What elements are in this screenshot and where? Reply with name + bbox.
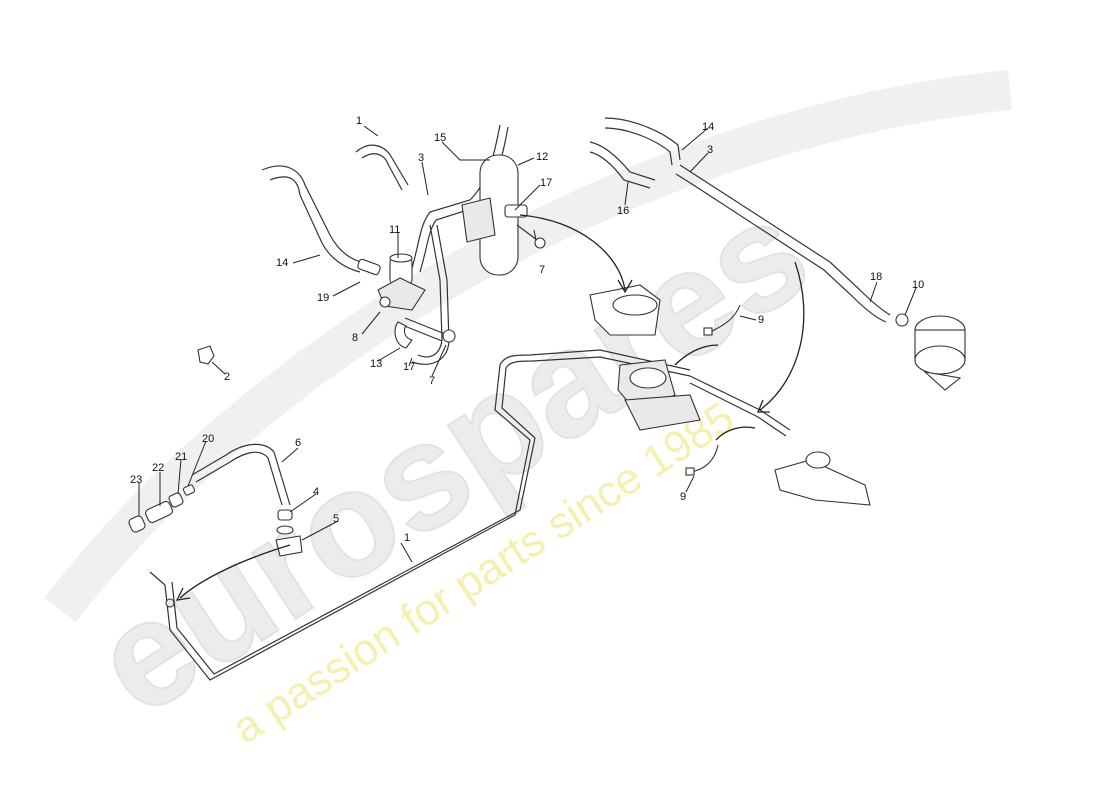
leader-lines bbox=[138, 125, 917, 563]
callout-15: 15 bbox=[434, 132, 446, 144]
vapour-pipe-right bbox=[589, 117, 966, 391]
callout-5: 5 bbox=[333, 513, 339, 525]
callout-4: 4 bbox=[313, 486, 319, 498]
callout-21: 21 bbox=[175, 451, 187, 463]
callout-7: 7 bbox=[539, 264, 545, 276]
callout-6: 6 bbox=[295, 437, 301, 449]
purge-valve-assembly bbox=[589, 284, 871, 506]
callout-13: 13 bbox=[370, 358, 382, 370]
callout-9: 9 bbox=[680, 491, 686, 503]
canister bbox=[461, 154, 546, 276]
callout-3: 3 bbox=[707, 144, 713, 156]
callout-18: 18 bbox=[870, 271, 882, 283]
callout-7: 7 bbox=[429, 375, 435, 387]
callout-11: 11 bbox=[389, 224, 400, 236]
callout-14: 14 bbox=[702, 121, 714, 133]
callout-1: 1 bbox=[356, 115, 362, 127]
arrows bbox=[175, 214, 805, 601]
callout-20: 20 bbox=[202, 433, 214, 445]
callout-1: 1 bbox=[404, 532, 410, 544]
callout-8: 8 bbox=[352, 332, 358, 344]
callout-10: 10 bbox=[912, 279, 924, 291]
long-pipe bbox=[149, 349, 691, 681]
callout-12: 12 bbox=[536, 151, 548, 163]
callouts: 1 1 2 3 3 4 5 6 7 7 8 9 9 10 11 12 13 14… bbox=[130, 115, 924, 544]
callout-22: 22 bbox=[152, 462, 164, 474]
callout-17: 17 bbox=[403, 361, 415, 373]
hose-assembly-lower bbox=[128, 443, 303, 557]
callout-19: 19 bbox=[317, 292, 329, 304]
callout-23: 23 bbox=[130, 474, 142, 486]
callout-9: 9 bbox=[758, 314, 764, 326]
valve-assembly bbox=[261, 124, 509, 365]
callout-16: 16 bbox=[617, 205, 629, 217]
callout-17: 17 bbox=[540, 177, 552, 189]
callout-14: 14 bbox=[276, 257, 288, 269]
callout-2: 2 bbox=[224, 371, 230, 383]
callout-3: 3 bbox=[418, 152, 424, 164]
elbow-part bbox=[197, 345, 215, 365]
